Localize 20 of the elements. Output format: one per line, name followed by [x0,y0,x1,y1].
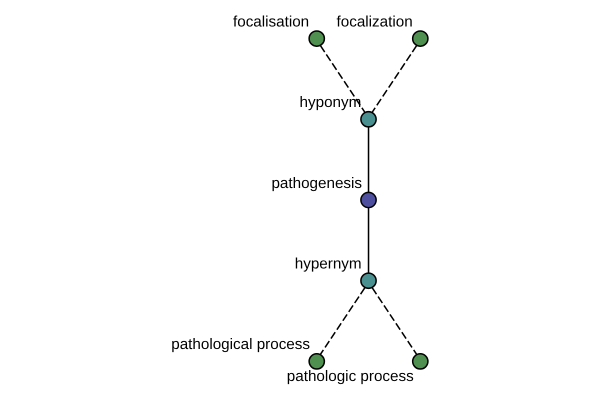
node-circle [412,30,429,47]
connector [372,45,418,113]
node-label: focalization [336,13,413,30]
connector [372,287,418,355]
node-label: hyponym [300,94,362,112]
node-circle [412,353,429,370]
node-label: hypernym [294,256,362,273]
connector [368,208,370,273]
node-label: pathogenesis [271,174,362,192]
connector [320,45,366,113]
connector [320,287,366,355]
node-circle [308,30,326,47]
node-label: pathologic process [286,368,414,386]
node-circle [360,272,377,290]
node-circle [308,353,326,370]
node-label: focalisation [233,13,310,30]
node-circle [360,192,377,208]
node-circle [360,110,377,128]
node-label: pathological process [171,336,310,354]
connector [368,126,370,192]
